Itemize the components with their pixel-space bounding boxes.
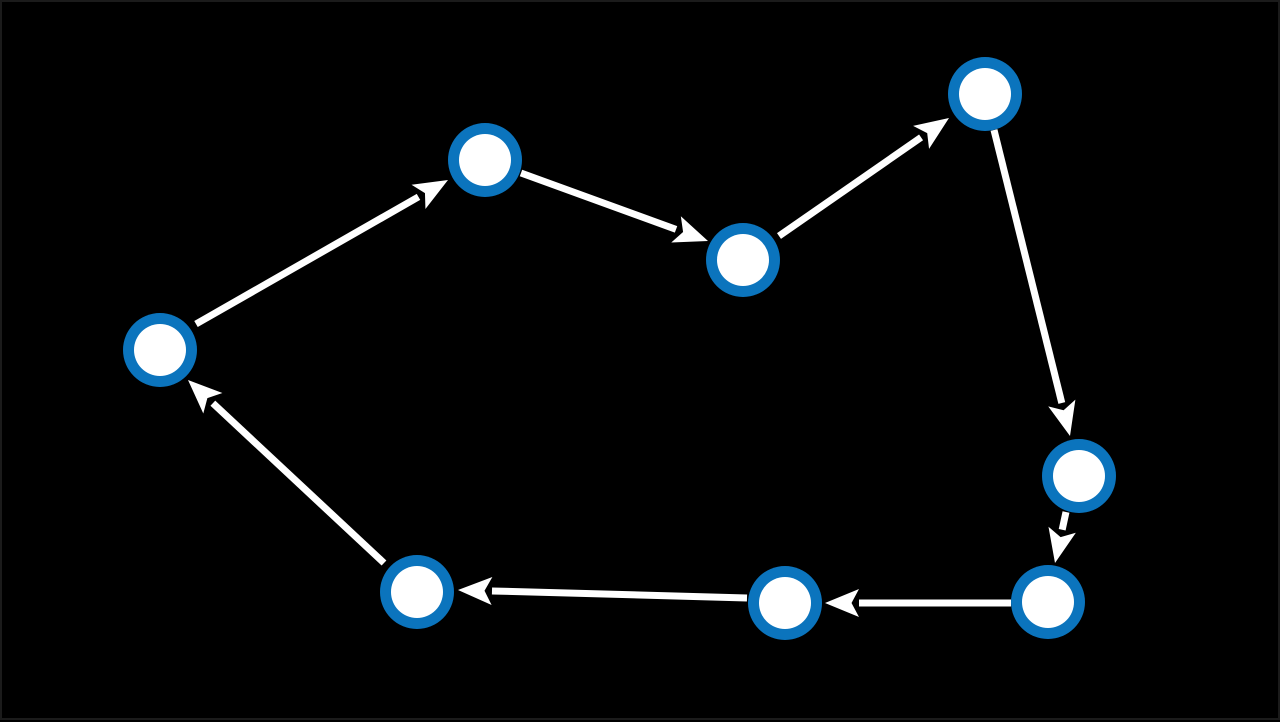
graph-edge-shaft bbox=[777, 134, 924, 239]
graph-edge-shaft bbox=[519, 169, 678, 233]
graph-edge-arrowhead-icon bbox=[1048, 399, 1076, 436]
graph-node[interactable] bbox=[380, 555, 454, 629]
graph-edge-arrowhead-icon bbox=[458, 576, 493, 605]
graph-edge-arrowhead-icon bbox=[411, 180, 448, 210]
graph-node-core bbox=[391, 566, 443, 618]
graph-node-core bbox=[759, 577, 811, 629]
graph-edge-arrowhead-icon bbox=[825, 589, 859, 617]
graph-edge-arrowhead-icon bbox=[188, 380, 223, 414]
graph-edge-arrowhead-icon bbox=[1048, 526, 1076, 563]
graph-edge-shaft bbox=[990, 129, 1066, 404]
graph-node-core bbox=[1053, 450, 1105, 502]
graph-node[interactable] bbox=[948, 57, 1022, 131]
graph-node-core bbox=[459, 134, 511, 186]
graph-edge-shaft bbox=[194, 193, 421, 328]
graph-edge-arrowhead-icon bbox=[913, 118, 949, 149]
graph-node[interactable] bbox=[1011, 565, 1085, 639]
graph-node[interactable] bbox=[123, 313, 197, 387]
edge-layer bbox=[188, 118, 1076, 617]
graph-node[interactable] bbox=[1042, 439, 1116, 513]
graph-node-core bbox=[959, 68, 1011, 120]
graph-edge-shaft bbox=[491, 587, 748, 602]
graph-node-core bbox=[134, 324, 186, 376]
node-layer bbox=[123, 57, 1116, 640]
graph-edge-shaft bbox=[1058, 511, 1070, 531]
graph-node[interactable] bbox=[706, 223, 780, 297]
graph-edge-arrowhead-icon bbox=[671, 216, 708, 243]
graph-node-core bbox=[1022, 576, 1074, 628]
graph-node[interactable] bbox=[448, 123, 522, 197]
graph-node-core bbox=[717, 234, 769, 286]
graph-edge-shaft bbox=[210, 400, 387, 566]
graph-node[interactable] bbox=[748, 566, 822, 640]
